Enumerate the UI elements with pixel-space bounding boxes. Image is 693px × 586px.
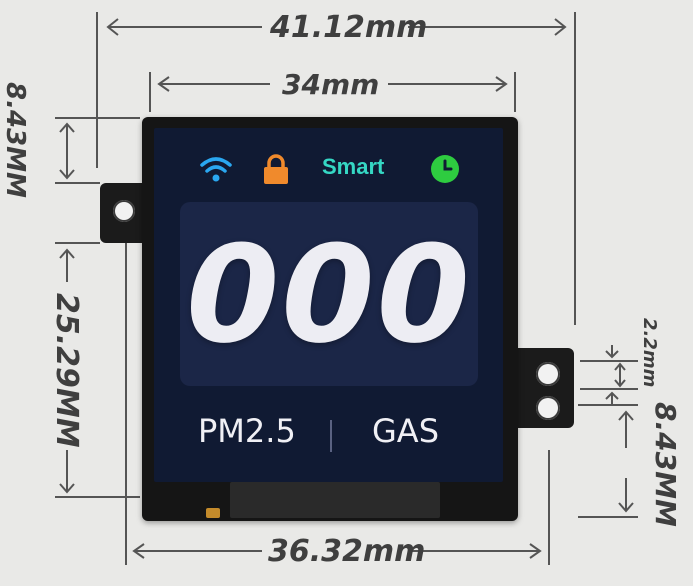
reading-panel: 000 — [180, 202, 478, 386]
lcd-screen: Smart 000 PM2.5 GAS — [154, 128, 503, 482]
dim-tab-height: 25.29MM — [49, 293, 84, 448]
dim-screen-width: 34mm — [282, 68, 380, 101]
mode-label: Smart — [322, 154, 385, 179]
dim-overall-width: 41.12mm — [270, 10, 428, 45]
pm25-label: PM2.5 — [198, 412, 296, 450]
status-bar: Smart — [154, 154, 503, 186]
flex-connector — [206, 508, 220, 518]
sensor-labels: PM2.5 GAS — [154, 412, 503, 452]
gas-label: GAS — [372, 412, 439, 450]
dim-bottom-width: 36.32mm — [268, 534, 426, 569]
dim-hole-spacing: 2.2mm — [639, 318, 660, 388]
wifi-icon — [200, 157, 232, 182]
left-mounting-hole — [113, 200, 135, 222]
clock-icon — [431, 155, 459, 183]
dim-right-tab-offset: 8.43MM — [649, 402, 682, 527]
right-mounting-hole-top — [536, 362, 560, 386]
label-separator — [330, 420, 332, 452]
lock-icon — [264, 154, 288, 184]
main-reading: 000 — [186, 217, 472, 373]
flex-cable — [230, 482, 440, 518]
dim-top-offset: 8.43MM — [0, 82, 30, 198]
right-mounting-hole-bottom — [536, 396, 560, 420]
